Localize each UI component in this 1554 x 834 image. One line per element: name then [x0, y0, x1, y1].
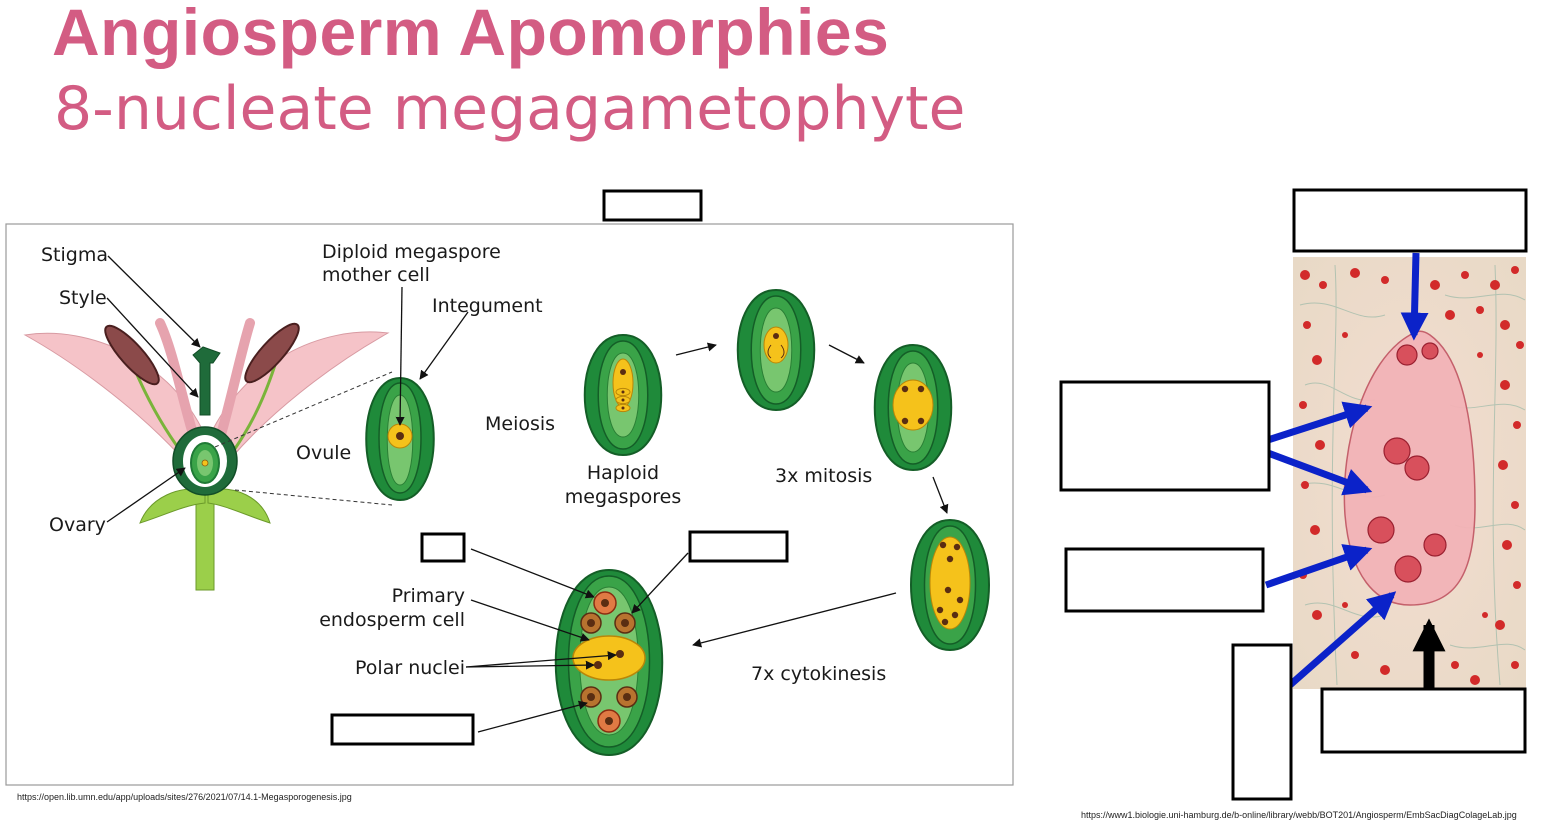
label-primary-line1: Primary [392, 585, 465, 607]
ovule-mitosis-1 [736, 288, 816, 412]
ovule-haploid-megaspores [583, 333, 663, 457]
blank-label-box-top[interactable] [602, 189, 703, 222]
label-stigma: Stigma [41, 244, 108, 266]
label-diploid-line2: mother cell [322, 264, 430, 286]
cell-walls [1299, 264, 1526, 686]
page-subtitle: 8-nucleate megagametophyte [54, 74, 966, 144]
blank-label-box-bottom-narrow[interactable] [1231, 643, 1293, 801]
ovule-pre-cytokinesis [910, 518, 990, 652]
label-ovary: Ovary [49, 514, 106, 536]
stigma-shape [192, 346, 221, 416]
source-right: https://www1.biologie.uni-hamburg.de/b-o… [1081, 810, 1517, 820]
blue-arrows [1264, 252, 1429, 688]
label-mitosis: 3x mitosis [775, 465, 872, 487]
label-cytokinesis: 7x cytokinesis [751, 663, 886, 685]
blank-label-box-egg[interactable] [330, 713, 475, 746]
ovule-mother-cell [365, 376, 435, 502]
blank-label-box-antipodal[interactable] [420, 532, 466, 563]
petal-left [23, 332, 206, 487]
anther-left [104, 324, 160, 386]
megasporogenesis-diagram: Stigma Style Ovary Ovule Diploid megaspo… [5, 189, 1014, 786]
label-style: Style [59, 287, 107, 309]
stained-nuclei [1299, 266, 1524, 685]
page-title: Angiosperm Apomorphies [52, 0, 890, 69]
blank-label-box-mid-left-2[interactable] [1064, 547, 1265, 613]
label-polar-nuclei: Polar nuclei [355, 657, 465, 679]
blank-label-box-synergid[interactable] [688, 530, 789, 563]
sepal-right [207, 488, 271, 524]
blank-label-box-bottom-right[interactable] [1320, 687, 1527, 754]
pointer-lines [106, 255, 949, 733]
label-ovule: Ovule [296, 442, 351, 464]
embryo-sac-micrograph [1059, 188, 1528, 801]
anther-right [244, 322, 300, 384]
sepal-left [139, 488, 206, 524]
label-haploid-line1: Haploid [587, 462, 659, 484]
petal-right [209, 331, 390, 487]
label-diploid-line1: Diploid megaspore [322, 241, 501, 263]
label-haploid-line2: megaspores [565, 486, 681, 508]
blank-label-box-top-right[interactable] [1292, 188, 1528, 253]
ovule-mitosis-2 [873, 343, 953, 472]
source-left: https://open.lib.umn.edu/app/uploads/sit… [17, 792, 352, 802]
label-primary-line2: endosperm cell [319, 609, 465, 631]
embryo-sac-nuclei [1367, 342, 1447, 583]
label-integument: Integument [432, 295, 543, 317]
label-meiosis: Meiosis [485, 413, 555, 435]
blank-label-box-mid-left-1[interactable] [1059, 380, 1271, 492]
flower-illustration [23, 318, 390, 591]
